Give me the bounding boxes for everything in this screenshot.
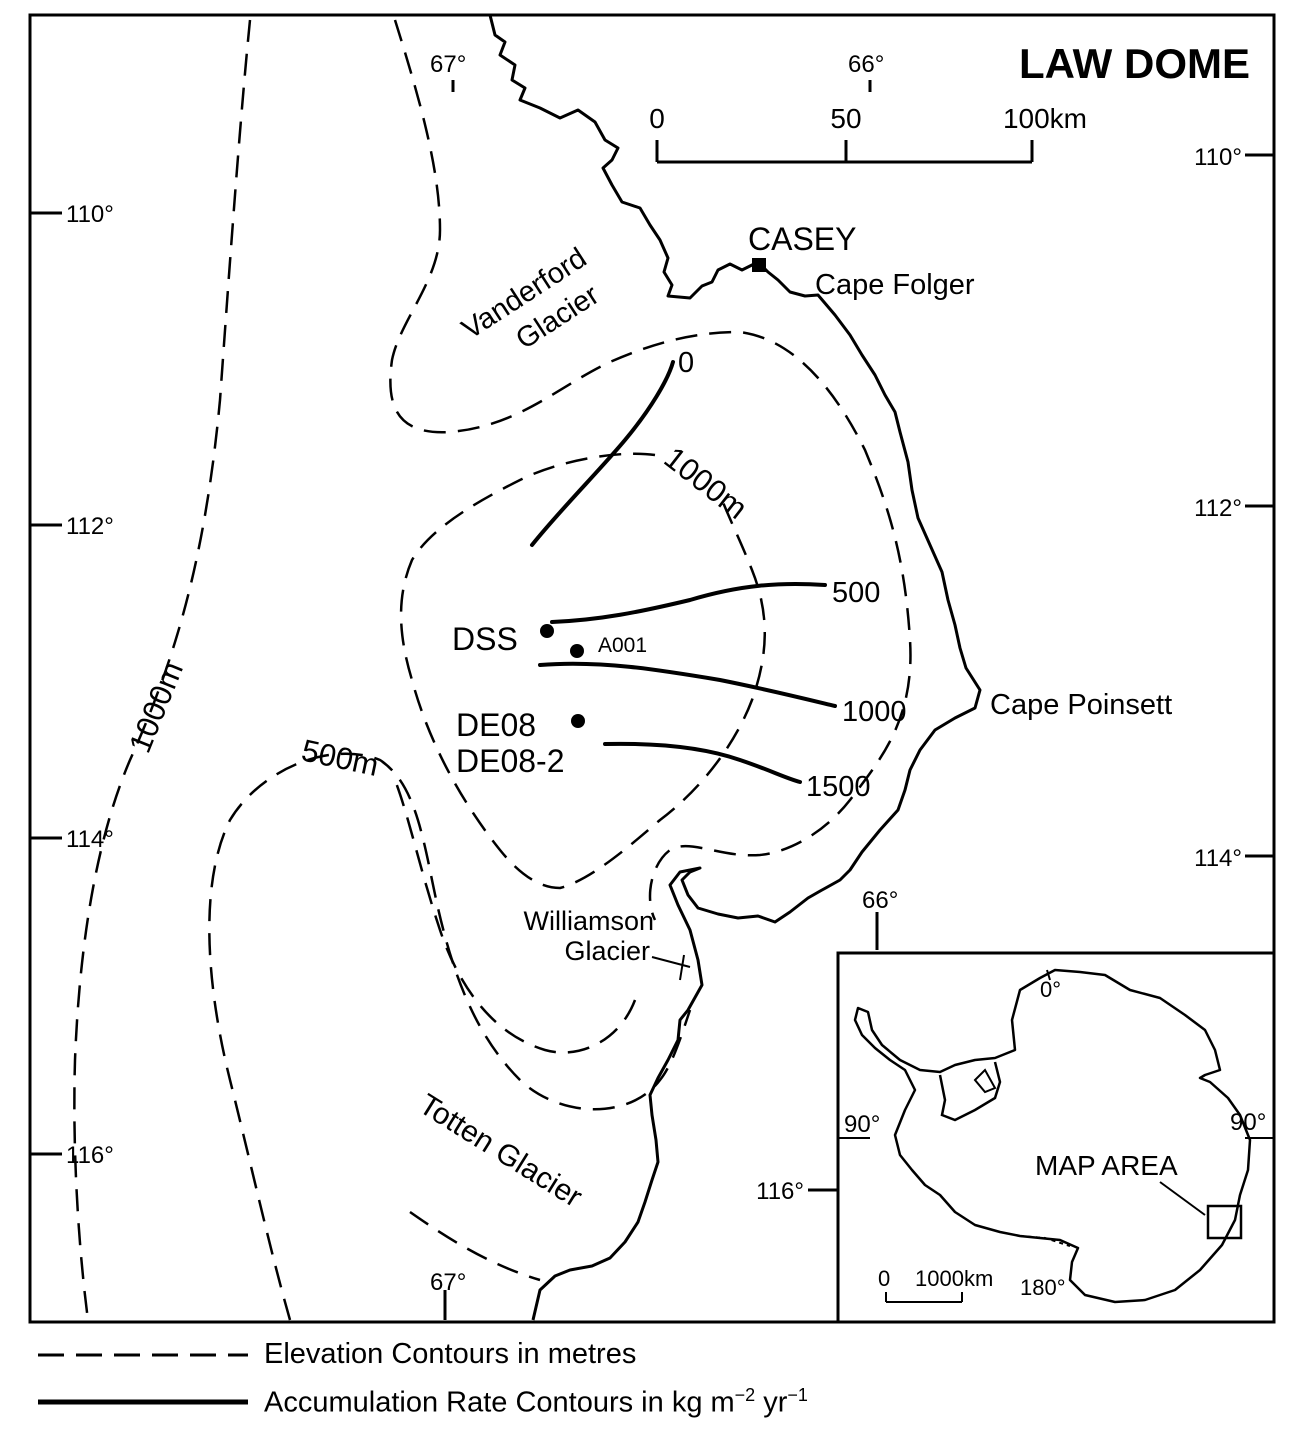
inset-lon-0-tick <box>1046 969 1051 981</box>
scale-bar <box>655 140 1034 164</box>
map-title: LAW DOME <box>1019 40 1250 87</box>
inset-map-area-box <box>1206 1204 1243 1240</box>
accumulation-label-1000: 1000 <box>842 696 907 728</box>
williamson-glacier-label-line1: Williamson <box>523 906 654 936</box>
cape-folger-label: Cape Folger <box>815 269 975 301</box>
legend-elevation: Elevation Contours in metres <box>38 1338 636 1371</box>
accumulation-contour-500 <box>550 581 827 624</box>
legend-accumulation-text: Accumulation Rate Contours in kg m−2 yr−… <box>264 1385 808 1420</box>
accumulation-contour-1500 <box>603 741 802 784</box>
map-frame <box>28 13 1276 1324</box>
legend-solid-line <box>38 1399 248 1405</box>
legend-dashed-line <box>38 1353 248 1356</box>
inset-scale-label-0: 0 <box>878 1266 890 1291</box>
elevation-contour-1000-inner <box>399 452 766 890</box>
lon-label-right-110: 110° <box>1194 144 1242 171</box>
lon-label-right-116: 116° <box>756 1178 804 1205</box>
elevation-label-500: 500m <box>299 733 382 783</box>
inset-label-90e: 90° <box>1230 1109 1266 1136</box>
legend-accumulation-mid: yr <box>755 1386 788 1419</box>
elevation-contour-0 <box>389 19 912 921</box>
inset-label-0: 0° <box>1040 977 1061 1002</box>
lon-label-right-112: 112° <box>1194 495 1242 522</box>
inset-map-area-pointer <box>1159 1181 1206 1216</box>
lat-label-67-top: 67° <box>430 51 466 78</box>
inset-antarctica-coastline <box>853 968 1252 1304</box>
de08-site-marker <box>571 714 585 728</box>
inset-scale-label-1000: 1000km <box>915 1266 993 1291</box>
accumulation-label-1500: 1500 <box>806 771 871 803</box>
accumulation-label-500: 500 <box>832 577 880 609</box>
legend-elevation-text: Elevation Contours in metres <box>264 1338 637 1370</box>
a001-label: A001 <box>598 634 647 657</box>
legend-accumulation-exp2: −1 <box>787 1385 808 1405</box>
elevation-label-1000-west: 1000m <box>122 657 190 758</box>
dss-site-marker <box>540 624 554 638</box>
dss-label: DSS <box>452 621 518 657</box>
lon-label-right-114: 114° <box>1194 845 1242 872</box>
elevation-contour-1000-west <box>73 19 252 1321</box>
scale-label-50: 50 <box>830 103 861 134</box>
inset-frame <box>836 951 1276 1324</box>
inset-ronne-shelf <box>938 1061 1002 1122</box>
de08-2-label: DE08-2 <box>456 743 565 779</box>
williamson-glacier-pointer <box>651 954 691 981</box>
cape-poinsett-label: Cape Poinsett <box>990 689 1172 721</box>
inset-label-180: 180° <box>1020 1275 1066 1300</box>
legend-accumulation-exp1: −2 <box>734 1385 756 1405</box>
de08-label: DE08 <box>456 707 536 743</box>
casey-station-marker <box>752 258 766 272</box>
scale-label-0: 0 <box>649 103 665 134</box>
legend-accumulation-prefix: Accumulation Rate Contours in kg m <box>264 1386 735 1419</box>
accumulation-contour-1000 <box>538 661 837 708</box>
lon-label-left-112: 112° <box>66 513 114 540</box>
legend-accumulation: Accumulation Rate Contours in kg m−2 yr−… <box>38 1385 808 1420</box>
williamson-glacier-label-line2: Glacier <box>564 936 650 966</box>
elevation-contour-totten <box>409 1210 541 1282</box>
accumulation-label-0: 0 <box>678 347 694 379</box>
casey-label: CASEY <box>748 221 856 257</box>
coastline <box>488 14 982 1321</box>
elevation-contours <box>73 19 912 1321</box>
lat-label-66-right: 66° <box>862 887 898 914</box>
lon-label-left-110: 110° <box>66 201 114 228</box>
lon-label-left-116: 116° <box>66 1142 114 1169</box>
inset-bay <box>973 1068 997 1094</box>
graticule-ticks <box>30 80 1274 1320</box>
inset-ross-shelf <box>1019 1235 1071 1247</box>
inset-map: 0° 90° 90° 180° MAP AREA 0 1000km <box>836 951 1276 1324</box>
elevation-contour-500 <box>208 752 692 1321</box>
scale-label-100: 100km <box>1003 103 1087 134</box>
elevation-label-1000-inner: 1000m <box>658 440 754 526</box>
inset-label-90w: 90° <box>844 1111 880 1138</box>
inset-map-area-label: MAP AREA <box>1035 1150 1178 1181</box>
a001-site-marker <box>570 644 584 658</box>
totten-glacier-label: Totten Glacier <box>413 1088 587 1214</box>
lat-label-66-top: 66° <box>848 51 884 78</box>
lat-label-67-bottom: 67° <box>430 1269 466 1296</box>
accumulation-contours <box>530 360 837 784</box>
accumulation-contour-0 <box>530 360 675 547</box>
